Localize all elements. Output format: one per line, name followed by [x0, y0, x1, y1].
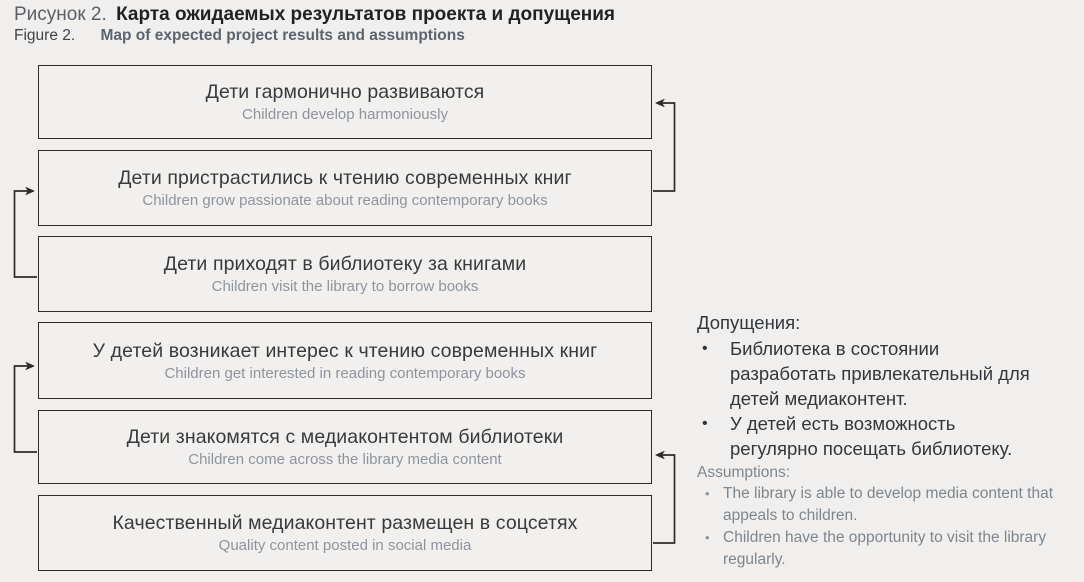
result-box-text-ru: Дети гармонично развиваются [205, 81, 485, 103]
assumption-item-ru: • У детей есть возможность регулярно пос… [697, 411, 1079, 461]
figure-caption-en: Figure 2. Map of expected project result… [14, 26, 615, 46]
assumption-text-en: The library is able to develop media con… [723, 485, 1053, 524]
bullet-icon: • [702, 340, 708, 357]
result-box-text-en: Children visit the library to borrow boo… [211, 278, 479, 295]
figure-number-en: Figure 2. [14, 27, 76, 44]
figure-caption-ru: Рисунок 2. Карта ожидаемых результатов п… [14, 3, 615, 26]
result-box-children-get-interested: У детей возникает интерес к чтению совре… [38, 322, 652, 399]
result-box-text-ru: Дети пристрастились к чтению современных… [118, 167, 572, 189]
assumptions-panel: Допущения: • Библиотека в состоянии разр… [697, 310, 1079, 571]
result-box-text-en: Children grow passionate about reading c… [142, 192, 548, 209]
assumption-item-en: • The library is able to develop media c… [697, 483, 1079, 527]
result-box-text-ru: Качественный медиаконтент размещен в соц… [112, 512, 578, 534]
assumptions-list-en: • The library is able to develop media c… [697, 483, 1079, 571]
bullet-icon: • [705, 486, 710, 501]
bullet-icon: • [705, 530, 710, 545]
bullet-icon: • [702, 415, 708, 432]
assumption-text-ru: Библиотека в состоянии разработать привл… [730, 338, 1030, 409]
assumption-item-ru: • Библиотека в состоянии разработать при… [697, 336, 1079, 411]
result-box-children-visit-library: Дети приходят в библиотеку за книгами Ch… [38, 236, 652, 312]
result-box-text-ru: У детей возникает интерес к чтению совре… [92, 339, 598, 362]
assumption-item-en: • Children have the opportunity to visit… [697, 527, 1079, 571]
figure-title-ru: Карта ожидаемых результатов проекта и до… [116, 4, 616, 25]
assumptions-heading-ru: Допущения: [697, 312, 801, 333]
result-box-children-meet-media-content: Дети знакомятся с медиаконтентом библиот… [38, 410, 652, 484]
figure-title-en: Map of expected project results and assu… [100, 27, 465, 44]
arrow-box3-to-box2 [13, 191, 37, 278]
assumption-text-en: Children have the opportunity to visit t… [723, 529, 1047, 568]
arrow-box2-to-box1 [653, 103, 676, 192]
arrow-box5-to-box4 [13, 366, 37, 453]
result-box-text-en: Children get interested in reading conte… [164, 364, 526, 382]
result-box-text-ru: Дети приходят в библиотеку за книгами [163, 253, 527, 275]
result-box-text-en: Quality content posted in social media [218, 537, 472, 554]
arrow-box6-to-box5 [653, 455, 676, 544]
assumptions-list-ru: • Библиотека в состоянии разработать при… [697, 336, 1079, 461]
result-box-quality-content-posted: Качественный медиаконтент размещен в соц… [38, 495, 652, 571]
result-box-children-develop-harmoniously: Дети гармонично развиваются Children dev… [38, 65, 652, 139]
figure-caption: Рисунок 2. Карта ожидаемых результатов п… [14, 3, 615, 46]
figure-number-ru: Рисунок 2. [14, 4, 107, 25]
result-box-text-en: Children come across the library media c… [188, 451, 502, 468]
assumption-text-ru: У детей есть возможность регулярно посещ… [730, 413, 1013, 459]
result-box-text-ru: Дети знакомятся с медиаконтентом библиот… [126, 426, 564, 448]
result-box-text-en: Children develop harmoniously [242, 106, 448, 123]
assumptions-heading-en: Assumptions: [697, 464, 791, 481]
result-box-children-passionate-reading: Дети пристрастились к чтению современных… [38, 150, 652, 226]
